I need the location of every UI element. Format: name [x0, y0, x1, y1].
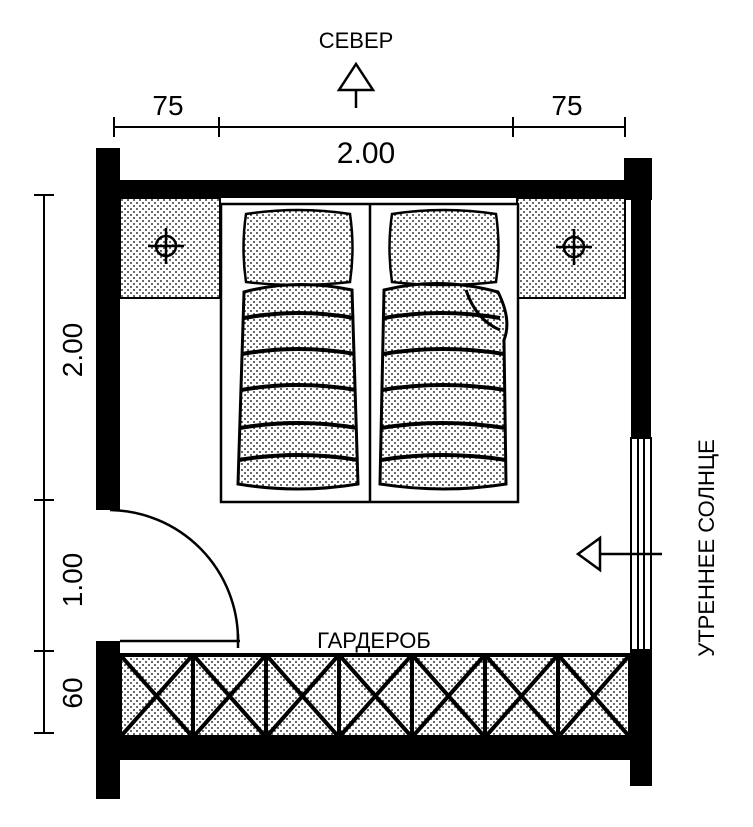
walls [96, 148, 652, 799]
duvet-left [236, 282, 360, 491]
dim-top-left: 75 [152, 90, 183, 121]
dim-top-right: 75 [551, 90, 582, 121]
dim-top-total: 2.00 [337, 137, 395, 170]
ceiling-light-icon [148, 228, 184, 264]
nightstand-left [119, 197, 221, 299]
double-bed [219, 202, 520, 504]
nightstand-right [516, 197, 626, 299]
wardrobe-label: ГАРДЕРОБ [317, 628, 431, 653]
north-arrow-icon [336, 61, 376, 108]
pillow-left [242, 208, 354, 287]
north-label: СЕВЕР [319, 28, 394, 53]
dim-left-middle: 1.00 [57, 553, 88, 608]
pillow-right [388, 208, 500, 287]
dim-left-upper: 2.00 [57, 323, 88, 378]
morning-sun-label: УТРЕННЕЕ СОЛНЦЕ [694, 439, 719, 657]
top-dimension-line [113, 117, 626, 137]
wardrobe [118, 653, 632, 739]
door [109, 508, 240, 648]
left-dimension-line [34, 194, 54, 734]
dim-left-lower: 60 [57, 677, 88, 708]
duvet-right [378, 281, 509, 491]
sun-arrow-icon [575, 535, 662, 573]
east-window [630, 437, 652, 651]
ceiling-light-icon [556, 229, 592, 265]
